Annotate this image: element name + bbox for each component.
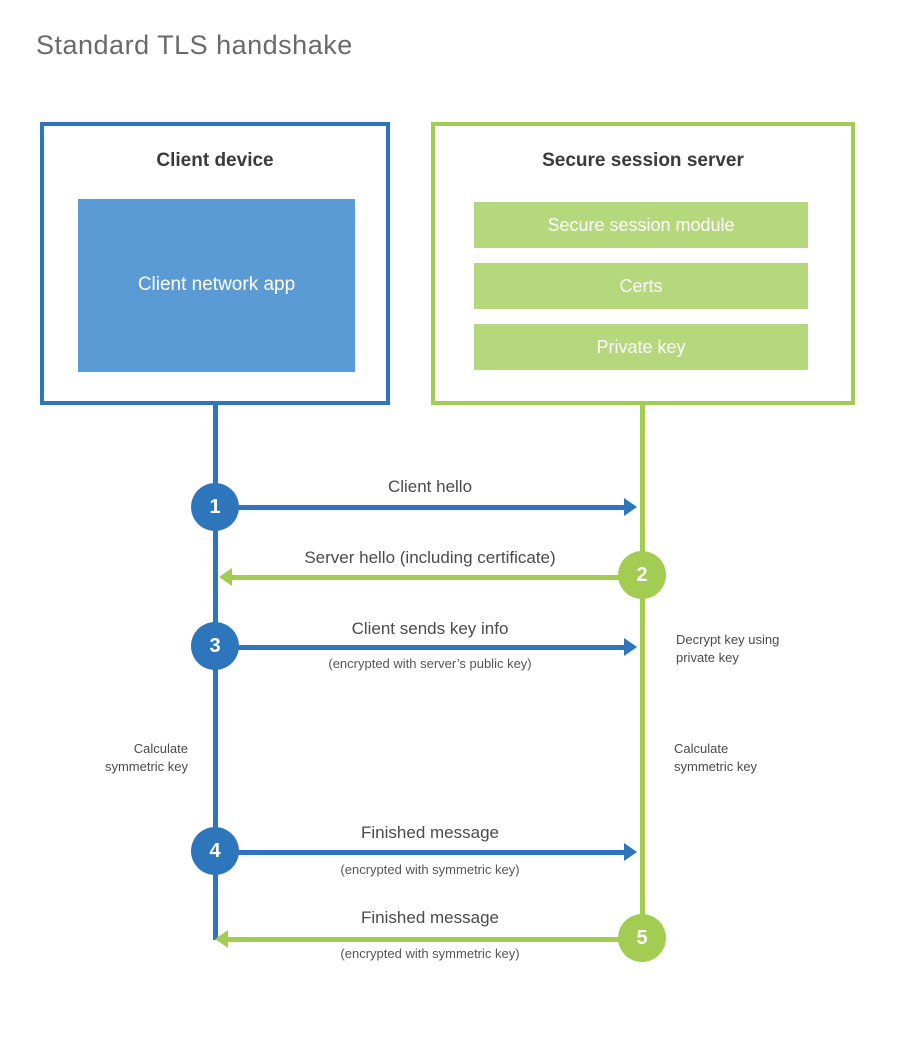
client-device-title: Client device xyxy=(156,150,274,171)
page-title: Standard TLS handshake xyxy=(36,30,353,60)
server-module-secure-session: Secure session module xyxy=(474,202,808,248)
arrow-shaft-step4 xyxy=(215,850,627,855)
step4-badge: 4 xyxy=(191,827,239,875)
step3-sublabel: (encrypted with server’s public key) xyxy=(328,656,532,671)
client-network-app-box: Client network app xyxy=(78,199,355,372)
note-calc-symmetric-left: Calculate symmetric key xyxy=(104,741,188,774)
arrow-shaft-step5 xyxy=(228,937,642,942)
step5-badge: 5 xyxy=(618,914,666,962)
step3-badge: 3 xyxy=(191,622,239,670)
server-lifeline xyxy=(640,405,645,940)
step2-label: Server hello (including certificate) xyxy=(304,548,556,567)
step5-label: Finished message xyxy=(361,908,499,927)
step3-label: Client sends key info xyxy=(351,619,509,638)
server-module-private-key: Private key xyxy=(474,324,808,370)
step4-sublabel: (encrypted with symmetric key) xyxy=(340,862,520,877)
note-calc-symmetric-right: Calculate symmetric key xyxy=(674,741,758,774)
note-decrypt-key: Decrypt key using private key xyxy=(676,632,780,665)
step2-badge: 2 xyxy=(618,551,666,599)
client-lifeline xyxy=(213,405,218,940)
server-box: Secure session server Secure session mod… xyxy=(431,122,855,405)
server-module-certs: Certs xyxy=(474,263,808,309)
server-title: Secure session server xyxy=(542,150,744,171)
arrow-shaft-step3 xyxy=(215,645,627,650)
arrow-head-step4 xyxy=(624,843,637,861)
arrow-head-step1 xyxy=(624,498,637,516)
client-device-box: Client device Client network app xyxy=(40,122,390,405)
step4-label: Finished message xyxy=(361,823,499,842)
arrow-head-step2 xyxy=(219,568,232,586)
step5-sublabel: (encrypted with symmetric key) xyxy=(340,946,520,961)
arrow-shaft-step1 xyxy=(215,505,627,510)
step1-label: Client hello xyxy=(387,477,473,496)
step1-badge: 1 xyxy=(191,483,239,531)
arrow-head-step3 xyxy=(624,638,637,656)
arrow-head-step5 xyxy=(215,930,228,948)
arrow-shaft-step2 xyxy=(232,575,642,580)
